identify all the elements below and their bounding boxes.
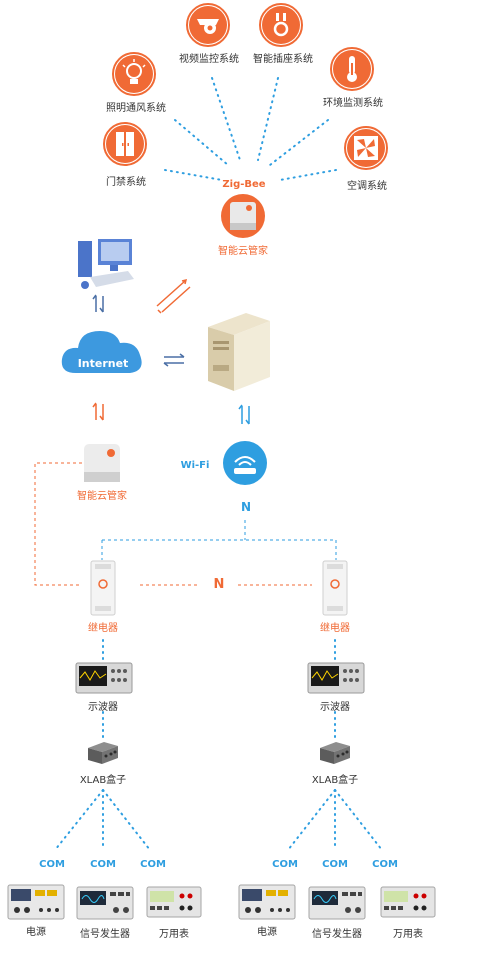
- hub-mid-label: 智能云管家: [77, 491, 127, 502]
- hub-top-label: 智能云管家: [218, 246, 268, 257]
- power-supply-right: [238, 884, 296, 920]
- scope-right-label: 示波器: [320, 702, 350, 713]
- com-right-2: COM: [322, 859, 348, 870]
- multimeter-right: [380, 886, 436, 918]
- relay-device-right: [322, 560, 348, 616]
- label-env-system: 环境监测系统: [323, 98, 383, 109]
- internet-cloud-icon: [58, 323, 148, 377]
- server-icon: [200, 307, 274, 393]
- video-camera-icon: [186, 3, 230, 47]
- thermometer-icon: [330, 47, 374, 91]
- xlab-left-label: XLAB盒子: [79, 775, 127, 786]
- scope-left-label: 示波器: [88, 702, 118, 713]
- relay-left-label: 继电器: [88, 623, 118, 634]
- door-icon: [103, 122, 147, 166]
- device-right-siggen-label: 信号发生器: [312, 929, 362, 940]
- relay-right-label: 继电器: [320, 623, 350, 634]
- label-video-system: 视频监控系统: [179, 54, 239, 65]
- xlab-box-left: [86, 738, 120, 766]
- com-left-2: COM: [90, 859, 116, 870]
- wifi-label: Wi-Fi: [180, 460, 210, 471]
- signal-generator-right: [308, 886, 366, 920]
- cloud-hub-device-mid: [82, 442, 122, 484]
- multimeter-left: [146, 886, 202, 918]
- wifi-router-icon: [222, 440, 268, 486]
- xlab-right-label: XLAB盒子: [311, 775, 359, 786]
- device-right-power-label: 电源: [257, 927, 277, 938]
- internet-label: Internet: [77, 357, 129, 370]
- oscilloscope-right: [307, 662, 365, 694]
- zigbee-label: Zig-Bee: [222, 179, 266, 190]
- relay-device-left: [90, 560, 116, 616]
- device-left-siggen-label: 信号发生器: [80, 929, 130, 940]
- label-ac-system: 空调系统: [347, 181, 387, 192]
- com-right-1: COM: [272, 859, 298, 870]
- fan-icon: [344, 126, 388, 170]
- socket-icon: [259, 3, 303, 47]
- device-left-power-label: 电源: [26, 927, 46, 938]
- light-bulb-icon: [112, 52, 156, 96]
- computer-icon: [70, 237, 136, 292]
- device-left-meter-label: 万用表: [159, 929, 189, 940]
- com-left-3: COM: [140, 859, 166, 870]
- signal-generator-left: [76, 886, 134, 920]
- com-right-3: COM: [372, 859, 398, 870]
- cloud-hub-device-top: [220, 193, 266, 239]
- xlab-box-right: [318, 738, 352, 766]
- n-relay-label: N: [213, 577, 225, 592]
- label-socket-system: 智能插座系统: [253, 54, 313, 65]
- device-right-meter-label: 万用表: [393, 929, 423, 940]
- label-light-system: 照明通风系统: [106, 103, 166, 114]
- label-door-system: 门禁系统: [106, 177, 146, 188]
- n-wifi-label: N: [240, 500, 252, 514]
- com-left-1: COM: [39, 859, 65, 870]
- oscilloscope-left: [75, 662, 133, 694]
- power-supply-left: [7, 884, 65, 920]
